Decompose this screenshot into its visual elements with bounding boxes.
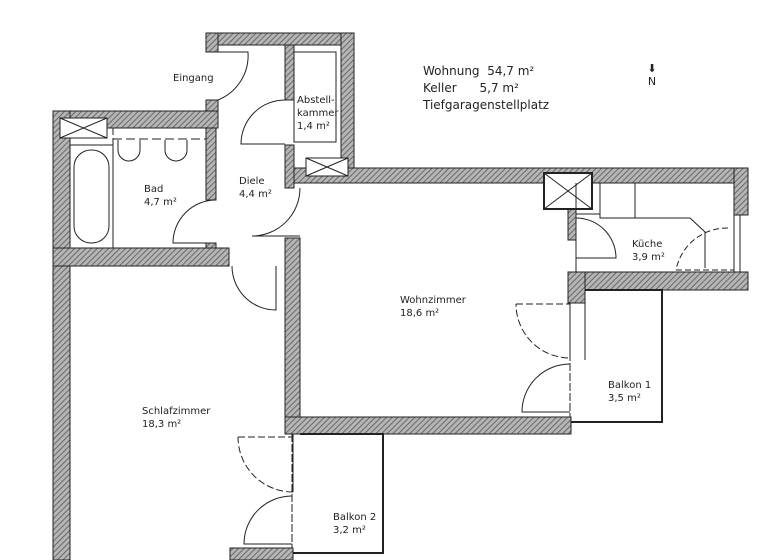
room-name: Balkon 2 — [333, 512, 377, 523]
door-balkon2-lower — [243, 495, 293, 545]
room-name: Diele — [239, 176, 265, 187]
room-bad: Bad 4,7 m² — [144, 183, 177, 209]
room-name: Balkon 1 — [608, 380, 652, 391]
room-area: 4,7 m² — [144, 197, 177, 208]
room-name: Abstell- — [297, 95, 335, 106]
north-indicator: ⬇ N — [644, 62, 660, 88]
door-diele-wohn — [251, 187, 301, 237]
room-wohnzimmer: Wohnzimmer 18,6 m² — [400, 294, 466, 320]
room-name: Küche — [632, 239, 663, 250]
room-diele: Diele 4,4 m² — [239, 175, 272, 201]
room-area: 3,9 m² — [632, 252, 665, 263]
area-summary: Wohnung 54,7 m² Keller 5,7 m² Tiefgarage… — [423, 63, 549, 114]
room-name: Schlafzimmer — [142, 406, 211, 417]
door-eingang — [217, 51, 249, 101]
room-area: 3,5 m² — [608, 393, 641, 404]
room-schlafzimmer: Schlafzimmer 18,3 m² — [142, 405, 210, 431]
room-eingang: Eingang — [173, 73, 214, 84]
room-name: kammer — [297, 108, 339, 119]
door-balkon1-lower — [521, 363, 571, 413]
door-balkon1-upper — [515, 303, 571, 359]
door-kueche-window — [675, 227, 729, 271]
north-label: N — [647, 75, 657, 88]
door-bad — [172, 199, 217, 244]
fixtures — [59, 51, 741, 554]
room-abstellkammer: Abstell- kammer 1,4 m² — [297, 94, 339, 133]
room-area: 18,3 m² — [142, 419, 182, 430]
door-kueche — [575, 217, 617, 259]
garage-label: Tiefgaragenstellplatz — [423, 98, 550, 112]
north-arrow-icon: ⬇ — [647, 62, 657, 75]
room-name: Wohnzimmer — [400, 295, 466, 306]
keller-label: Keller — [423, 81, 457, 95]
room-area: 4,4 m² — [239, 189, 272, 200]
room-area: 3,2 m² — [333, 525, 366, 536]
room-balkon2: Balkon 2 3,2 m² — [333, 511, 376, 537]
room-balkon1: Balkon 1 3,5 m² — [608, 379, 651, 405]
wohnung-value: 54,7 m² — [487, 64, 535, 78]
door-abstell — [240, 99, 286, 145]
door-schlaf — [231, 265, 277, 311]
balkon1-outline — [571, 289, 663, 423]
room-kueche: Küche 3,9 m² — [632, 238, 665, 264]
balkon2-outline — [293, 433, 384, 554]
keller-value: 5,7 m² — [479, 81, 519, 95]
door-balkon2-upper — [237, 436, 294, 493]
wohnung-label: Wohnung — [423, 64, 480, 78]
room-name: Bad — [144, 184, 164, 195]
room-area: 18,6 m² — [400, 308, 440, 319]
room-area: 1,4 m² — [297, 121, 330, 132]
